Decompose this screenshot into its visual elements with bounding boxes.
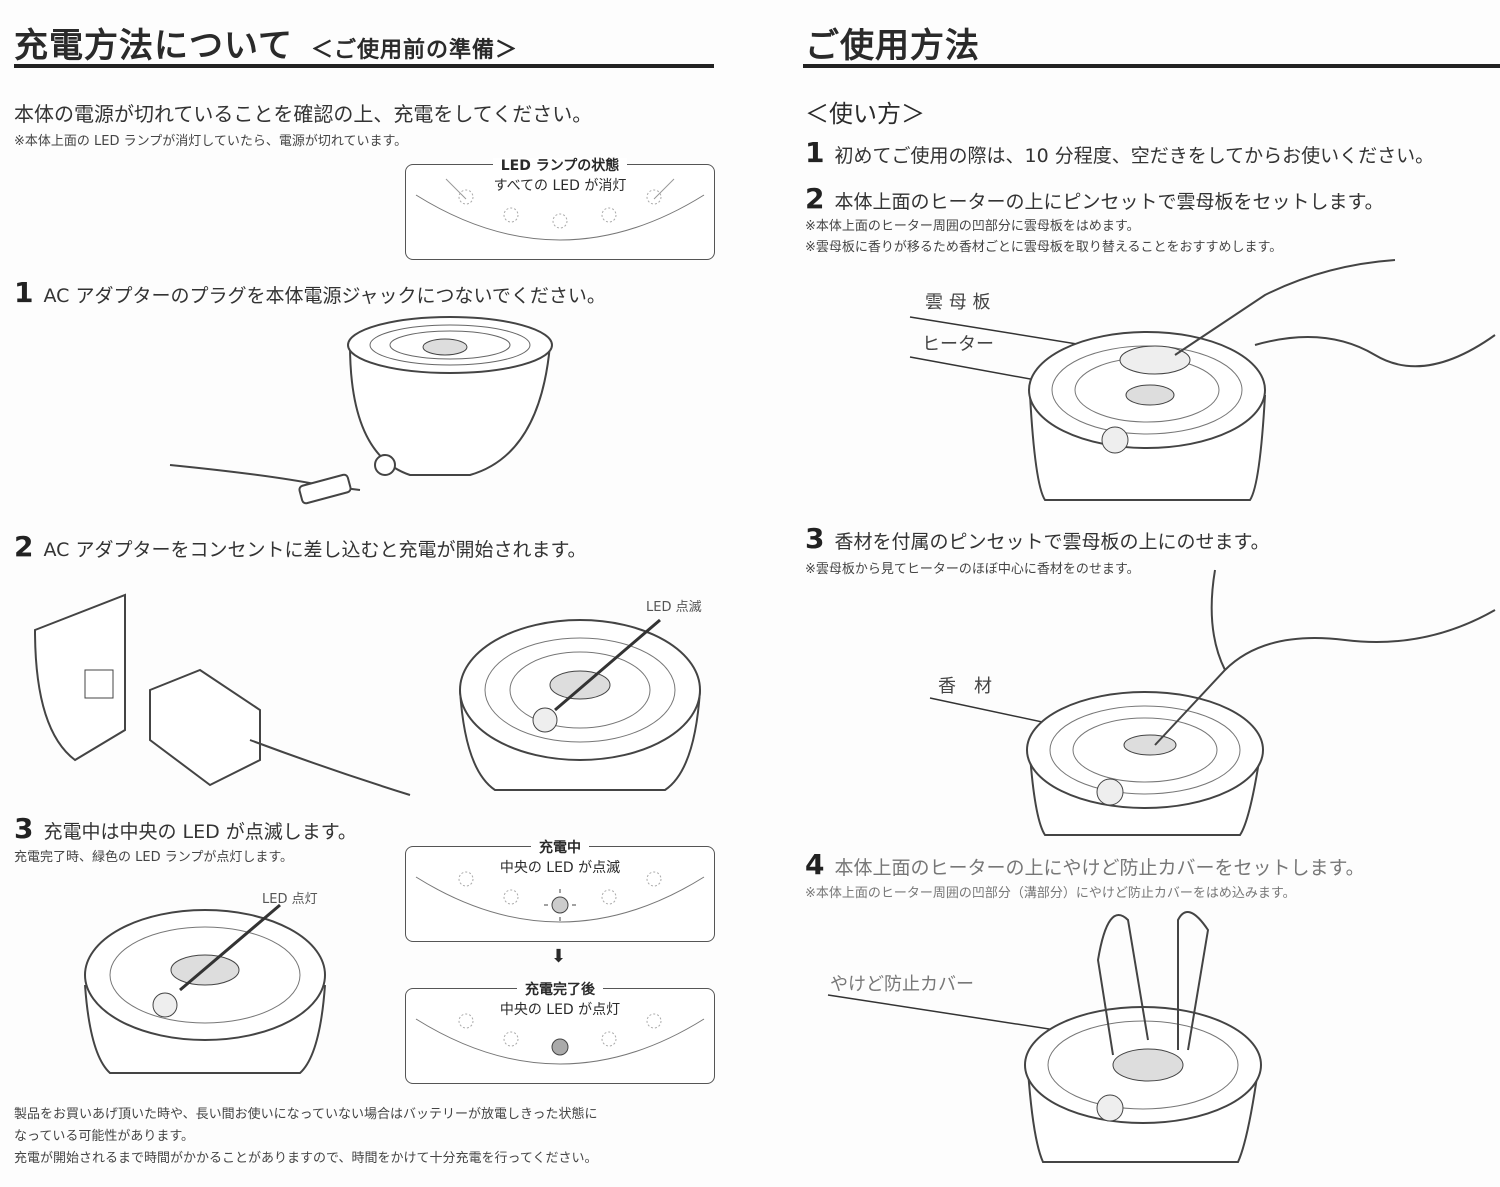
box-sub: すべての LED が消灯 — [493, 178, 627, 194]
footer-line-3: 充電が開始されるまで時間がかかることがありますので、時間をかけて十分充電を行って… — [14, 1151, 598, 1166]
usage-step-1: 1 初めてご使用の際は、10 分程度、空だきをしてからお使いください。 — [805, 136, 1434, 169]
step-num: 2 — [14, 530, 34, 563]
led-blink-label: LED 点滅 — [646, 600, 702, 615]
usage-step-2: 2 本体上面のヒーターの上にピンセットで雲母板をセットします。 — [805, 182, 1384, 215]
title-rule — [14, 64, 714, 68]
usage-title: ご使用方法 — [805, 26, 980, 66]
box-title-text: LED ランプの状態 — [492, 158, 628, 174]
charging-title: 充電方法について ＜ご使用前の準備＞ — [14, 18, 518, 67]
step-3-note: ※雲母板から見てヒーターのほぼ中心に香材をのせます。 — [805, 562, 1140, 577]
usage-step-3: 3 香材を付属のピンセットで雲母板の上にのせます。 — [805, 522, 1270, 555]
led-on-label: LED 点灯 — [262, 892, 318, 907]
box-sub: 中央の LED が点灯 — [499, 1002, 621, 1018]
step-2-note-2: ※雲母板に香りが移るため香材ごとに雲母板を取り替えることをおすすめします。 — [805, 240, 1283, 255]
mica-set-illustration — [909, 259, 1496, 501]
step-num: 4 — [805, 848, 825, 881]
box-sub: 中央の LED が点滅 — [499, 860, 621, 876]
title-text: 充電方法について — [14, 26, 293, 66]
charge-step-3: 3 充電中は中央の LED が点滅します。 — [14, 812, 357, 845]
step-num: 1 — [805, 136, 825, 169]
cover-set-illustration — [827, 911, 1262, 1163]
box-title-text: 充電中 — [531, 840, 589, 856]
charge-step-2: 2 AC アダプターをコンセントに差し込むと充電が開始されます。 — [14, 530, 587, 563]
step-text: 初めてご使用の際は、10 分程度、空だきをしてからお使いください。 — [834, 145, 1435, 167]
subtitle: ＜ご使用前の準備＞ — [310, 38, 518, 63]
led-status-box-off: LED ランプの状態 すべての LED が消灯 — [405, 158, 715, 260]
box-title: 充電中 — [406, 837, 714, 857]
step-4-note: ※本体上面のヒーター周囲の凹部分（溝部分）にやけど防止カバーをはめ込みます。 — [805, 886, 1296, 901]
box-title: LED ランプの状態 — [406, 155, 714, 175]
led-arc-illustration — [415, 178, 705, 241]
footer-line-2: なっている可能性があります。 — [14, 1129, 195, 1144]
step-2-note-1: ※本体上面のヒーター周囲の凹部分に雲母板をはめます。 — [805, 219, 1140, 234]
device-top-on-illustration — [84, 903, 326, 1074]
burn-cover-label: やけど防止カバー — [830, 974, 974, 995]
step-text: AC アダプターのプラグを本体電源ジャックにつないでください。 — [43, 285, 606, 307]
step-text: 本体上面のヒーターの上にピンセットで雲母板をセットします。 — [834, 191, 1384, 213]
step-text: 本体上面のヒーターの上にやけど防止カバーをセットします。 — [834, 857, 1365, 879]
step-num: 3 — [14, 812, 34, 845]
device-adapter-illustration — [169, 316, 553, 505]
box-title-text: 充電完了後 — [517, 982, 603, 998]
incense-label: 香 材 — [938, 676, 992, 697]
box-title: 充電完了後 — [406, 979, 714, 999]
usage-subtitle: ＜使い方＞ — [805, 100, 925, 128]
step-num: 1 — [14, 276, 34, 309]
mica-plate-label: 雲 母 板 — [925, 292, 991, 313]
step-text: 香材を付属のピンセットで雲母板の上にのせます。 — [834, 531, 1270, 553]
usage-step-4: 4 本体上面のヒーターの上にやけど防止カバーをセットします。 — [805, 848, 1365, 881]
lead-note: ※本体上面の LED ランプが消灯していたら、電源が切れています。 — [14, 134, 408, 149]
step-text: 充電中は中央の LED が点滅します。 — [43, 821, 357, 843]
title-rule — [803, 64, 1500, 68]
footer-line-1: 製品をお買いあげ頂いた時や、長い間お使いになっていない場合はバッテリーが放電しき… — [14, 1107, 598, 1122]
step-num: 3 — [805, 522, 825, 555]
heater-label: ヒーター — [922, 334, 994, 355]
outlet-adapter-illustration — [33, 593, 411, 796]
step-3-note: 充電完了時、緑色の LED ランプが点灯します。 — [14, 850, 294, 865]
arrow-down-icon: ⬇ — [551, 946, 567, 967]
device-top-blink-illustration — [459, 618, 701, 791]
led-status-box-charging: 充電中 中央の LED が点滅 — [405, 840, 715, 942]
incense-set-illustration — [929, 569, 1496, 836]
led-arc-on — [415, 1013, 705, 1065]
step-num: 2 — [805, 182, 825, 215]
step-text: AC アダプターをコンセントに差し込むと充電が開始されます。 — [43, 539, 587, 561]
charge-step-1: 1 AC アダプターのプラグを本体電源ジャックにつないでください。 — [14, 276, 606, 309]
lead-text: 本体の電源が切れていることを確認の上、充電をしてください。 — [14, 102, 593, 126]
led-arc-blink — [415, 871, 705, 923]
led-status-box-done: 充電完了後 中央の LED が点灯 — [405, 982, 715, 1084]
